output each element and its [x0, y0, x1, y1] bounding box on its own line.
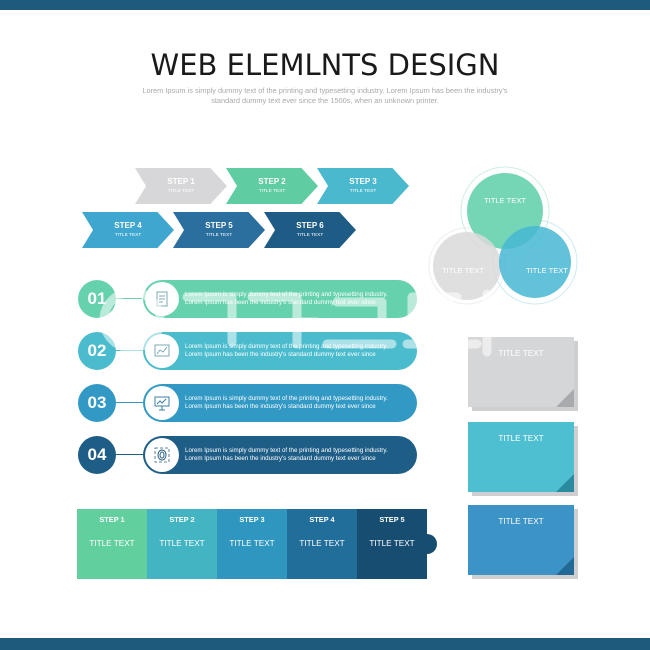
- arrow-step-subtitle: TITLE TEXT: [205, 233, 233, 238]
- list-item-text: Lorem Ipsum is simply dummy text of the …: [185, 395, 410, 411]
- list-item-text: Lorem Ipsum is simply dummy text of the …: [185, 343, 410, 359]
- page-fold-icon: [556, 474, 574, 492]
- list-item: 02 Lorem Ipsum is simply dummy text of th…: [78, 332, 417, 370]
- list-item-icon-circle: [145, 386, 179, 420]
- venn-right-circle: [499, 226, 571, 298]
- puzzle-step-title: TITLE TEXT: [89, 539, 135, 548]
- list-item: 03 Lorem Ipsum is simply dummy text of th…: [78, 384, 417, 422]
- list-item-line-2: Lorem Ipsum has been the industry's stan…: [185, 455, 376, 462]
- card-title: TITLE TEXT: [498, 349, 544, 358]
- arrow-step-label: STEP 5: [205, 221, 233, 230]
- list-item-line-1: Lorem Ipsum is simply dummy text of the …: [185, 343, 388, 350]
- arrow-step-4: STEP 4 TITLE TEXT: [82, 212, 174, 248]
- list-item-number: 03: [78, 384, 116, 422]
- list-item-number: 04: [78, 436, 116, 474]
- arrow-step-5: STEP 5 TITLE TEXT: [173, 212, 265, 248]
- page-fold-icon: [556, 557, 574, 575]
- connector-line: [116, 350, 144, 351]
- puzzle-step-title: TITLE TEXT: [369, 539, 415, 548]
- list-item-icon-circle: [145, 438, 179, 472]
- list-item-line-1: Lorem Ipsum is simply dummy text of the …: [185, 291, 388, 298]
- list-item: 01 Lorem Ipsum is simply dummy text of th…: [78, 280, 417, 318]
- puzzle-step-1: STEP 1 TITLE TEXT: [77, 509, 147, 579]
- arrow-step-3: STEP 3 TITLE TEXT: [317, 168, 409, 204]
- list-item-text: Lorem Ipsum is simply dummy text of the …: [185, 447, 410, 463]
- arrow-step-subtitle: TITLE TEXT: [258, 189, 286, 194]
- puzzle-step-title: TITLE TEXT: [299, 539, 345, 548]
- connector-line: [116, 454, 144, 455]
- arrow-step-6: STEP 6 TITLE TEXT: [264, 212, 356, 248]
- top-border: [0, 0, 650, 10]
- list-item-line-2: Lorem Ipsum has been the industry's stan…: [185, 351, 376, 358]
- arrow-step-label: STEP 1: [167, 177, 195, 186]
- puzzle-step-4: STEP 4 TITLE TEXT: [287, 509, 357, 579]
- puzzle-step-3: STEP 3 TITLE TEXT: [217, 509, 287, 579]
- note-card-2: TITLE TEXT: [468, 422, 574, 492]
- puzzle-step-label: STEP 4: [309, 515, 335, 524]
- note-card-3: TITLE TEXT: [468, 505, 574, 575]
- list-item-number: 01: [78, 280, 116, 318]
- card-title: TITLE TEXT: [498, 434, 544, 443]
- venn-left-circle: [433, 232, 501, 300]
- list-item-number: 02: [78, 332, 116, 370]
- list-item: 04 Lorem Ipsum is simply dummy text of th…: [78, 436, 417, 474]
- puzzle-step-label: STEP 1: [99, 515, 125, 524]
- puzzle-step-title: TITLE TEXT: [229, 539, 275, 548]
- arrow-step-1: STEP 1 TITLE TEXT: [135, 168, 227, 204]
- arrow-step-subtitle: TITLE TEXT: [114, 233, 142, 238]
- list-item-line-1: Lorem Ipsum is simply dummy text of the …: [185, 447, 388, 454]
- puzzle-step-2: STEP 2 TITLE TEXT: [147, 509, 217, 579]
- puzzle-step-label: STEP 5: [379, 515, 405, 524]
- connector-line: [116, 402, 144, 403]
- puzzle-step-5: STEP 5 TITLE TEXT: [357, 509, 427, 579]
- list-item-pill: [143, 436, 417, 474]
- list-item-line-1: Lorem Ipsum is simply dummy text of the …: [185, 395, 388, 402]
- list-item-line-2: Lorem Ipsum has been the industry's stan…: [185, 403, 376, 410]
- connector-line: [116, 298, 144, 299]
- note-card-1: TITLE TEXT: [468, 337, 574, 407]
- list-item-pill: [143, 384, 417, 422]
- page-title: WEB ELEMLNTS DESIGN: [150, 48, 500, 82]
- venn-right-label: TITLE TEXT: [525, 266, 569, 275]
- arrow-step-label: STEP 3: [349, 177, 377, 186]
- venn-top-label: TITLE TEXT: [483, 196, 527, 205]
- card-title: TITLE TEXT: [498, 517, 544, 526]
- list-item-text: Lorem Ipsum is simply dummy text of the …: [185, 291, 410, 307]
- puzzle-tab: [427, 534, 437, 554]
- puzzle-step-label: STEP 3: [239, 515, 265, 524]
- list-item-icon-circle: [145, 334, 179, 368]
- arrow-step-label: STEP 4: [114, 221, 142, 230]
- arrow-step-subtitle: TITLE TEXT: [349, 189, 377, 194]
- arrow-step-label: STEP 6: [296, 221, 324, 230]
- page-fold-icon: [556, 389, 574, 407]
- puzzle-step-title: TITLE TEXT: [159, 539, 205, 548]
- venn-left-label: TITLE TEXT: [441, 266, 485, 275]
- list-item-icon-circle: [145, 282, 179, 316]
- bottom-border: [0, 638, 650, 650]
- arrow-step-2: STEP 2 TITLE TEXT: [226, 168, 318, 204]
- puzzle-step-label: STEP 2: [169, 515, 195, 524]
- arrow-step-label: STEP 2: [258, 177, 286, 186]
- arrow-step-subtitle: TITLE TEXT: [296, 233, 324, 238]
- list-item-line-2: Lorem Ipsum has been the industry's stan…: [185, 299, 376, 306]
- arrow-step-subtitle: TITLE TEXT: [167, 189, 195, 194]
- page-subtitle: Lorem Ipsum is simply dummy text of the …: [142, 86, 508, 105]
